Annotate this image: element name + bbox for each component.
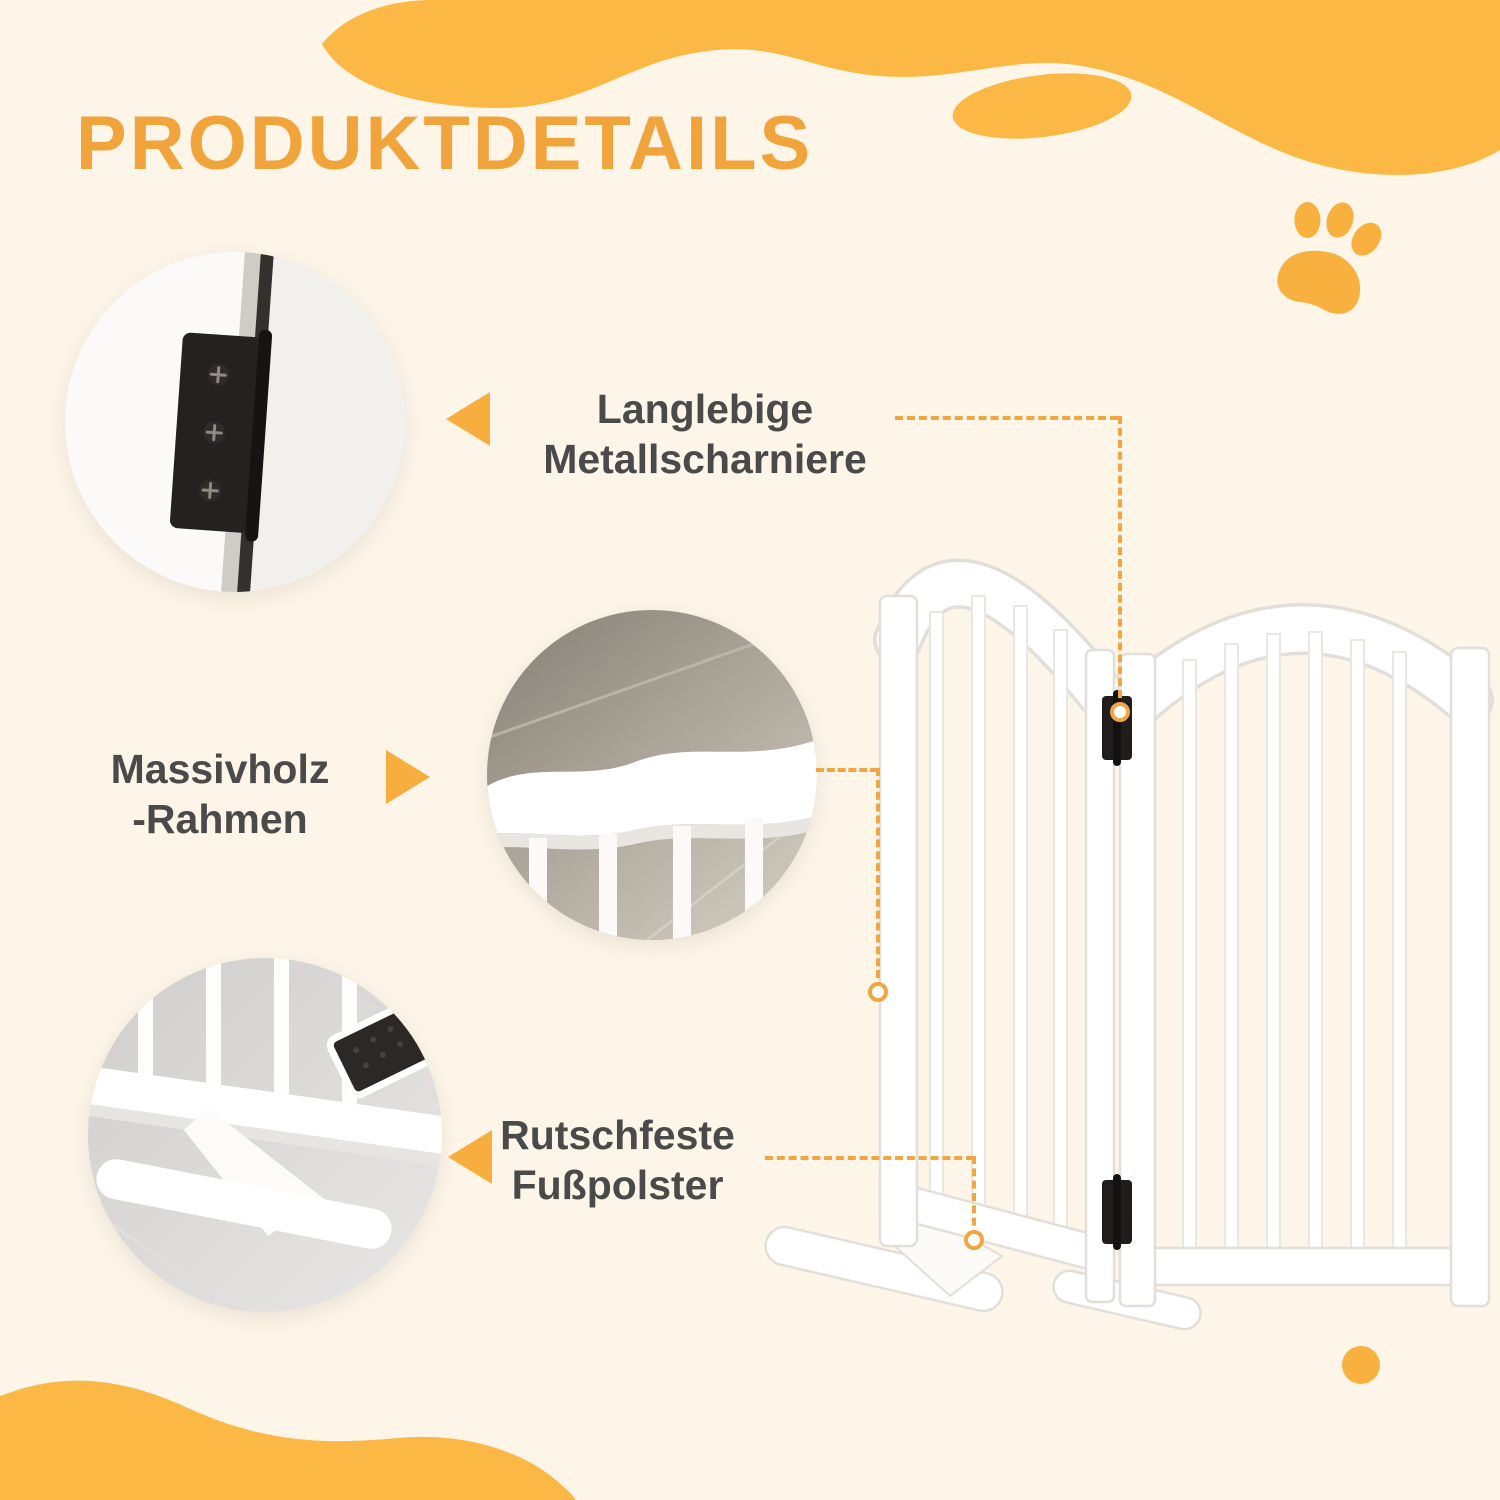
hinge-arrow-icon [446, 392, 490, 446]
hinge-label-line2: Metallscharniere [543, 436, 867, 483]
bottom-wave-decoration [0, 1380, 576, 1500]
gate-left-panel [873, 558, 1125, 1304]
footpad-connector-line-horizontal [765, 1156, 974, 1160]
frame-callout-label: Massivholz -Rahmen [85, 744, 355, 844]
footpad-label-line2: Fußpolster [511, 1162, 724, 1209]
wood-frame-closeup [487, 610, 817, 940]
paw-icon [1277, 201, 1382, 314]
frame-label-line2: -Rahmen [132, 796, 308, 843]
hinge-label-line1: Langlebige [596, 386, 814, 432]
footpad-arrow-icon [448, 1130, 492, 1184]
frame-photo-circle [487, 610, 817, 940]
frame-connector-endpoint-icon [868, 982, 888, 1002]
hinge-connector-line-horizontal [895, 416, 1118, 420]
page-title: PRODUKTDETAILS [76, 101, 814, 186]
top-wave-decoration [322, 0, 1500, 175]
frame-connector-line-vertical [876, 768, 880, 990]
hinge-connector-line-vertical [1118, 416, 1122, 710]
footpad-callout-label: Rutschfeste Fußpolster [475, 1110, 760, 1210]
frame-label-line1: Massivholz [110, 746, 330, 792]
gate-right-panel [1114, 603, 1494, 1308]
hinge-connector-endpoint-icon [1110, 702, 1130, 722]
hinge-callout-label: Langlebige Metallscharniere [500, 384, 910, 484]
frame-connector-line-horizontal [816, 768, 878, 772]
bottom-dot-decoration [1342, 1346, 1380, 1384]
footpad-connector-line-vertical [972, 1156, 976, 1238]
footpad-label-line1: Rutschfeste [500, 1112, 735, 1158]
frame-arrow-icon [386, 750, 430, 804]
footpad-connector-endpoint-icon [964, 1230, 984, 1250]
